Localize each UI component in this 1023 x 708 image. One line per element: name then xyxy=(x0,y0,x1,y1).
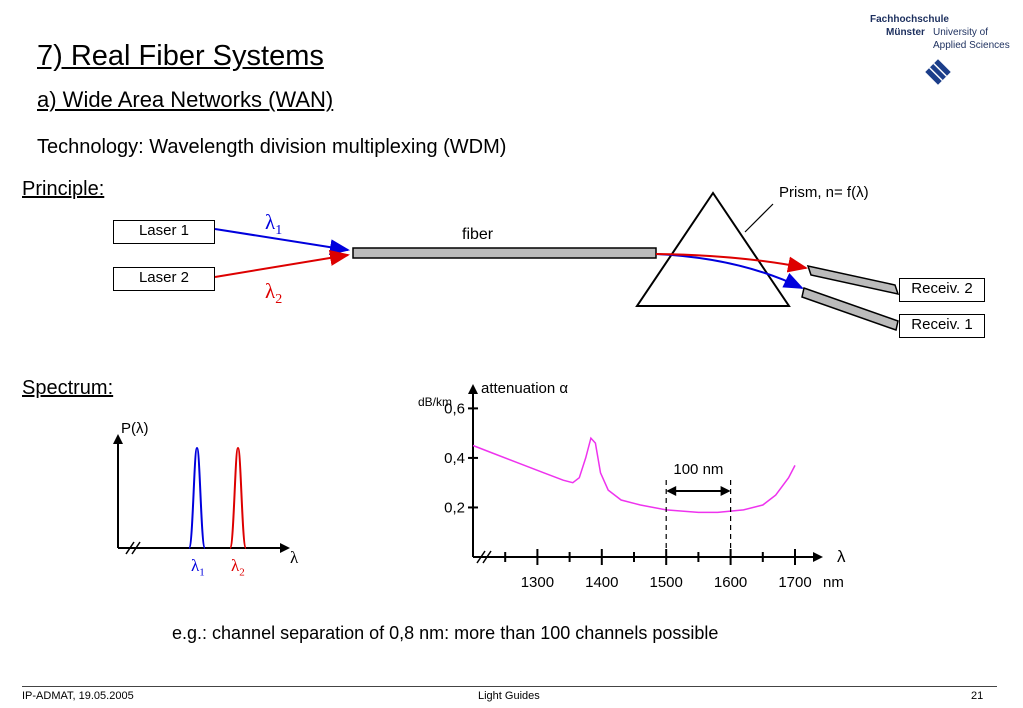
beam-lambda2-out xyxy=(655,253,808,273)
fiber-label: fiber xyxy=(462,226,494,243)
spectrum-y-arrow-icon xyxy=(113,434,123,444)
spectrum-ylabel: P(λ) xyxy=(121,420,149,437)
logo-fachhochschule: Fachhochschule xyxy=(870,14,949,25)
y-tick-label: 0,2 xyxy=(444,499,465,516)
attenuation-curve xyxy=(472,436,796,514)
beam-lambda2-in xyxy=(214,250,350,278)
chart-x-unit: nm xyxy=(823,574,844,591)
receiver2-fiber xyxy=(806,264,900,296)
principle-heading: Principle: xyxy=(22,178,105,200)
slide-subtitle: a) Wide Area Networks (WAN) xyxy=(37,87,334,112)
spectrum-peak-lambda2 xyxy=(229,446,247,549)
spectrum-axis-break xyxy=(125,541,135,555)
logo-applied-sciences: Applied Sciences xyxy=(933,40,1010,51)
caption-text: e.g.: channel separation of 0,8 nm: more… xyxy=(172,623,719,643)
spectrum-xlabel: λ xyxy=(290,548,299,567)
spectrum-peak1-label: λ1 xyxy=(191,556,205,579)
fiber-shape xyxy=(352,247,657,259)
prism-label: Prism, n= f(λ) xyxy=(779,184,869,201)
laser2-box: Laser 2 xyxy=(113,267,215,291)
chart-y-unit: dB/km xyxy=(418,395,452,409)
chart-axis-break xyxy=(476,550,486,564)
y-tick-label: 0,6 xyxy=(444,400,465,417)
footer-center: Light Guides xyxy=(478,690,540,702)
footer-page-number: 21 xyxy=(971,690,984,702)
spectrum-peak2-label: λ2 xyxy=(231,556,245,579)
chart-y-label: attenuation α xyxy=(481,380,568,397)
footer-left: IP-ADMAT, 19.05.2005 xyxy=(22,690,134,702)
lambda1-label: λ1 xyxy=(265,210,283,239)
chart-x-arrow-icon xyxy=(813,552,823,562)
x-tick-label: 1500 xyxy=(650,574,683,591)
chart-y-arrow-icon xyxy=(468,384,478,394)
logo-diamond-icon xyxy=(925,59,951,85)
receiver1-box: Receiv. 1 xyxy=(899,314,985,338)
spectrum-x-arrow-icon xyxy=(280,543,290,553)
receiver1-fiber xyxy=(801,287,899,331)
prism-shape xyxy=(635,191,791,307)
logo-muenster: Münster xyxy=(886,27,925,38)
spectrum-peak-lambda1 xyxy=(188,446,206,549)
x-tick-label: 1700 xyxy=(778,574,811,591)
footer-divider xyxy=(22,686,997,687)
lambda2-label: λ2 xyxy=(265,279,283,308)
annotation-label: 100 nm xyxy=(673,461,723,478)
x-tick-label: 1300 xyxy=(521,574,554,591)
chart-axis-break xyxy=(482,550,492,564)
spectrum-heading: Spectrum: xyxy=(22,377,114,399)
logo-university: University of xyxy=(933,27,989,38)
annotation-arrowhead-left-icon xyxy=(666,486,677,496)
x-tick-label: 1400 xyxy=(585,574,618,591)
slide-title: 7) Real Fiber Systems xyxy=(37,40,324,72)
annotation-arrowhead-right-icon xyxy=(720,486,731,496)
technology-text: Technology: Wavelength division multiple… xyxy=(37,136,507,158)
y-tick-label: 0,4 xyxy=(444,450,465,467)
receiver2-box: Receiv. 2 xyxy=(899,278,985,302)
attenuation-chart: 1300 1400 1500 1600 1700 0,2 0,4 0,6dB/km attenu… xyxy=(418,380,846,591)
x-tick-label: 1600 xyxy=(714,574,747,591)
spectrum-sketch xyxy=(113,434,290,555)
chart-x-symbol: λ xyxy=(837,547,846,566)
laser1-box: Laser 1 xyxy=(113,220,215,244)
prism-leader-line xyxy=(744,203,774,233)
beam-lambda1-in xyxy=(214,228,350,256)
wdm-principle-diagram xyxy=(214,191,900,331)
